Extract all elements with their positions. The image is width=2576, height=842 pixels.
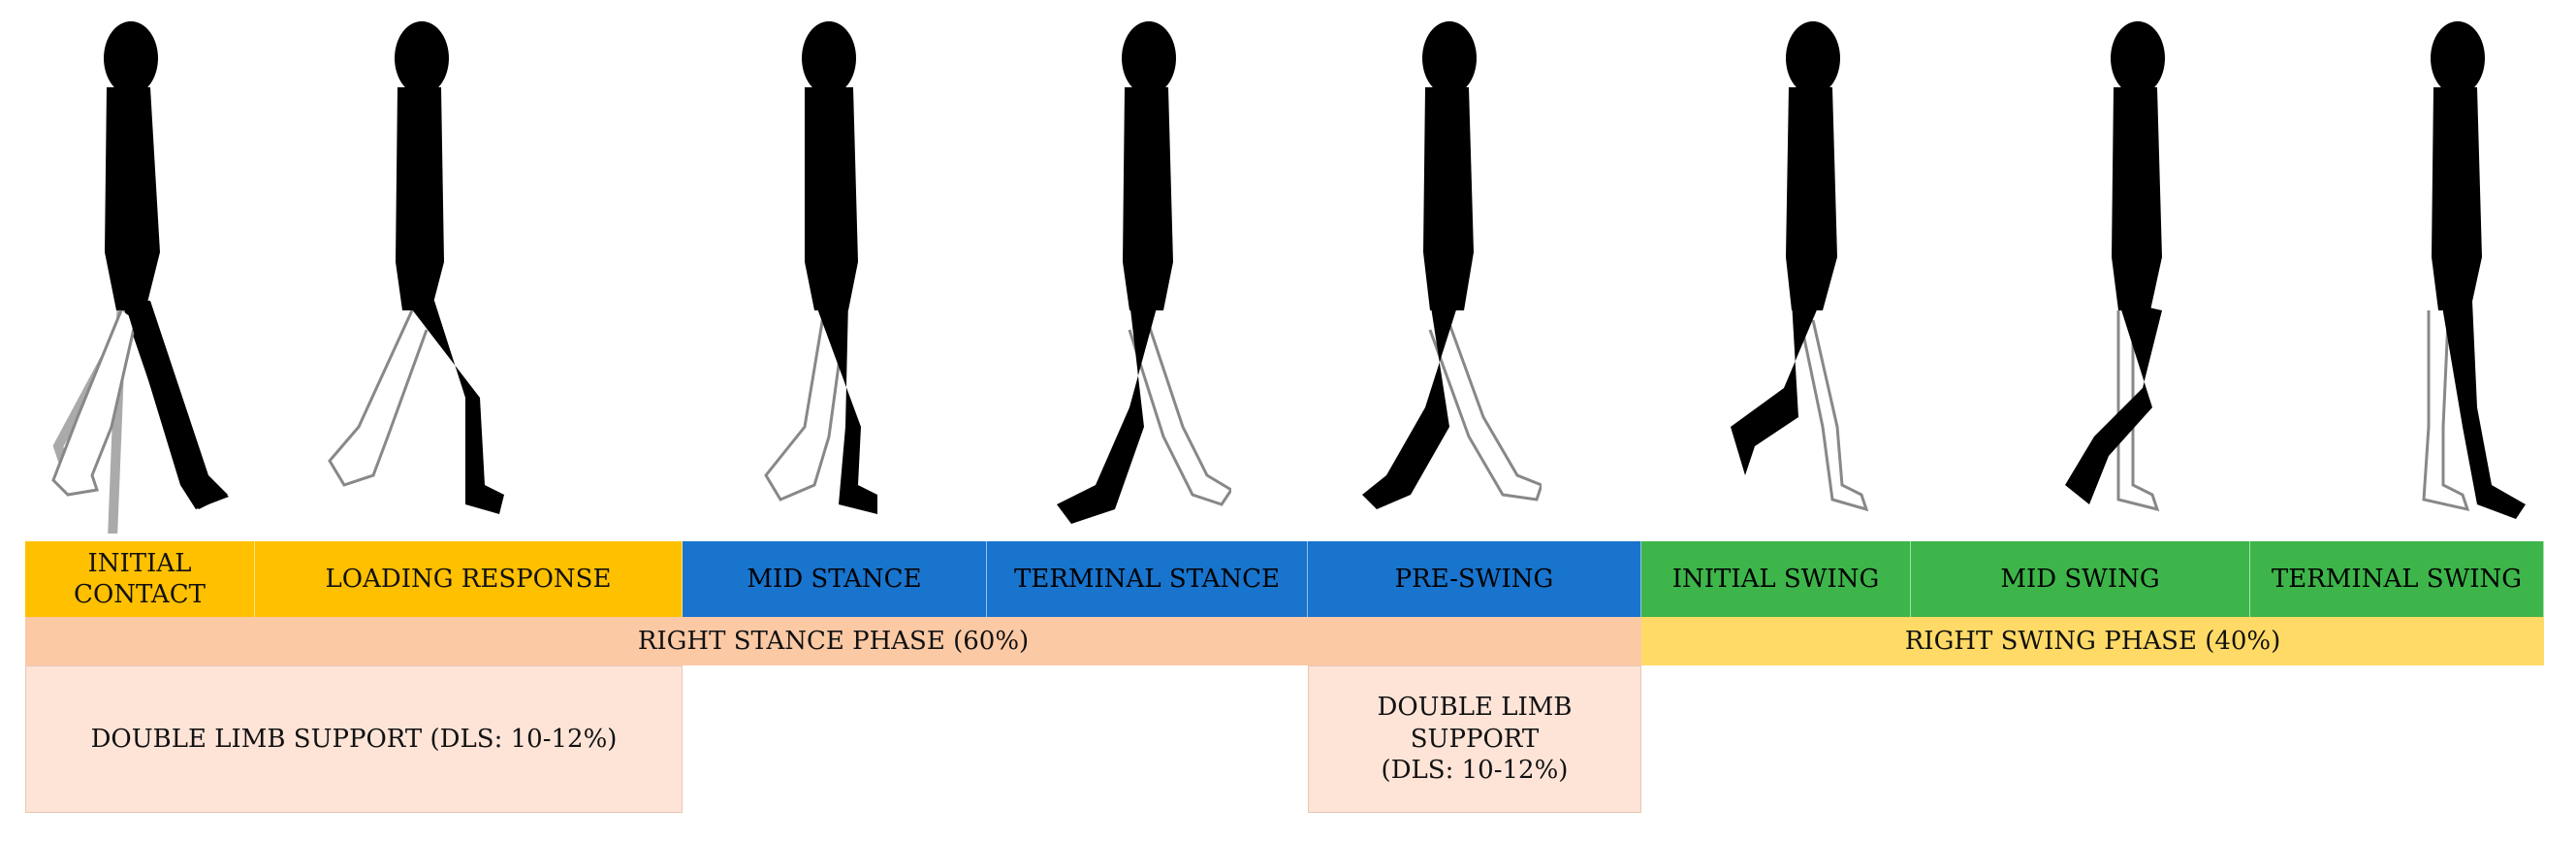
- gait-figures: [39, 19, 2550, 534]
- subphase-initial-swing: INITIAL SWING: [1641, 541, 1911, 617]
- walking-figure-initial-contact: [39, 19, 233, 534]
- subphase-initial-contact: INITIAL CONTACT: [25, 541, 255, 617]
- walking-figure-initial-swing: [1706, 19, 1900, 534]
- walking-figure-mid-swing: [2036, 19, 2230, 534]
- right-swing-phase: RIGHT SWING PHASE (40%): [1641, 617, 2544, 665]
- subphase-mid-stance: MID STANCE: [683, 541, 987, 617]
- walking-figure-loading-response: [320, 19, 514, 534]
- walking-figure-mid-stance: [737, 19, 931, 534]
- subphase-pre-swing: PRE-SWING: [1308, 541, 1641, 617]
- subphase-terminal-swing: TERMINAL SWING: [2250, 541, 2544, 617]
- walking-figure-terminal-stance: [1037, 19, 1231, 534]
- subphase-loading-response: LOADING RESPONSE: [255, 541, 683, 617]
- walking-figure-terminal-swing: [2356, 19, 2550, 534]
- double-limb-support-second: DOUBLE LIMB SUPPORT (DLS: 10-12%): [1308, 665, 1641, 813]
- subphase-terminal-stance: TERMINAL STANCE: [987, 541, 1308, 617]
- double-limb-support-first: DOUBLE LIMB SUPPORT (DLS: 10-12%): [25, 665, 683, 813]
- right-stance-phase: RIGHT STANCE PHASE (60%): [25, 617, 1641, 665]
- walking-figure-pre-swing: [1348, 19, 1542, 534]
- subphase-mid-swing: MID SWING: [1911, 541, 2250, 617]
